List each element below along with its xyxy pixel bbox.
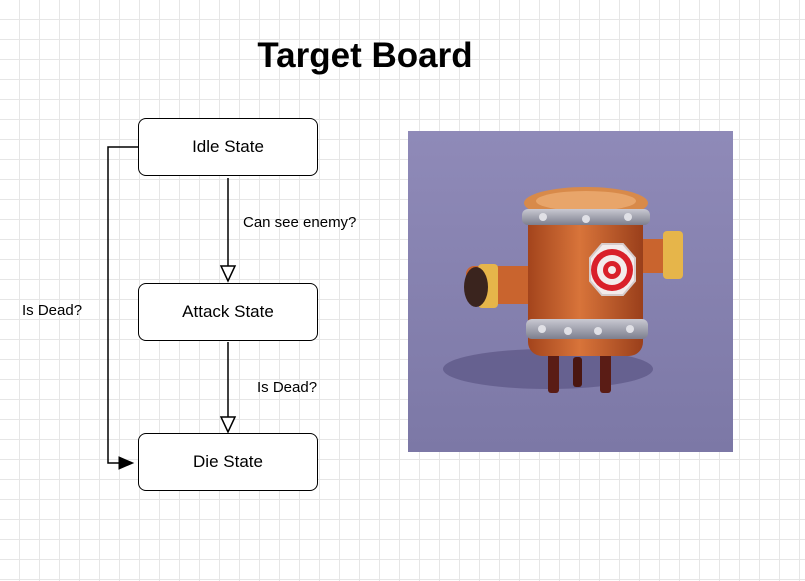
die-state-node[interactable]: Die State <box>138 433 318 491</box>
target-board-picture <box>408 131 733 452</box>
arrowhead-idle-to-die <box>118 456 135 470</box>
edge-label-idle-to-die: Is Dead? <box>22 302 83 319</box>
arrowhead-idle-to-attack <box>219 265 237 283</box>
idle-state-node[interactable]: Idle State <box>138 118 318 176</box>
edge-idle-to-die <box>107 146 138 464</box>
target-board-icon <box>408 131 733 452</box>
idle-state-label: Idle State <box>192 137 264 156</box>
diagram-title: Target Board <box>257 36 473 75</box>
arrowhead-attack-to-die <box>219 416 237 434</box>
attack-state-node[interactable]: Attack State <box>138 283 318 341</box>
edge-label-attack-to-die: Is Dead? <box>257 379 318 396</box>
edge-label-idle-to-attack: Can see enemy? <box>243 214 357 231</box>
die-state-label: Die State <box>193 452 263 471</box>
attack-state-label: Attack State <box>182 302 274 321</box>
